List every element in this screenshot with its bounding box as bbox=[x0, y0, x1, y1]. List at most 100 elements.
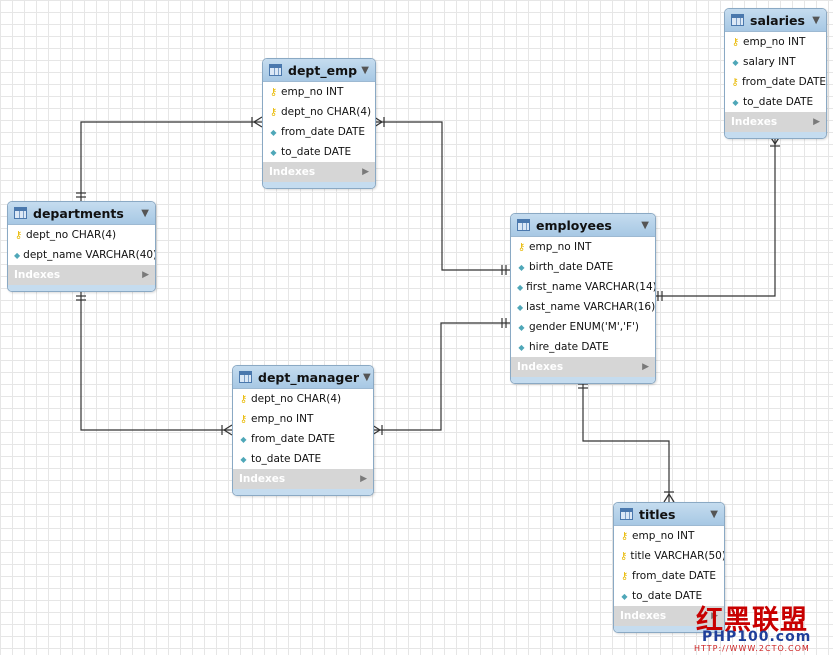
triangle-right-icon[interactable]: ▶ bbox=[360, 474, 367, 484]
column-row[interactable]: ◆ from_date DATE bbox=[263, 122, 375, 142]
column-row[interactable]: ⚷emp_no INT bbox=[511, 237, 655, 257]
watermark-logo: 红黑联盟 PHP100.com HTTP://WWW.2CTO.COM bbox=[690, 598, 833, 655]
table-footer bbox=[233, 489, 373, 495]
column-row[interactable]: ◆to_date DATE bbox=[725, 92, 826, 112]
column-row[interactable]: ⚷title VARCHAR(50) bbox=[614, 546, 724, 566]
table-icon bbox=[269, 64, 282, 76]
diamond-icon: ◆ bbox=[732, 97, 739, 107]
triangle-down-icon[interactable]: ▼ bbox=[641, 219, 649, 231]
table-icon bbox=[731, 14, 744, 26]
triangle-right-icon[interactable]: ▶ bbox=[711, 611, 718, 621]
column-row[interactable]: ⚷emp_no INT bbox=[233, 409, 373, 429]
indexes-label: Indexes bbox=[620, 610, 667, 622]
table-name: dept_manager bbox=[258, 369, 359, 385]
column-label: from_date DATE bbox=[281, 126, 366, 138]
many-cardinality-mark bbox=[253, 116, 263, 123]
table-employees[interactable]: employees▼⚷emp_no INT◆birth_date DATE◆fi… bbox=[510, 213, 656, 384]
table-dept-emp[interactable]: dept_emp▼⚷emp_no INT⚷dept_no CHAR(4)◆fro… bbox=[262, 58, 376, 189]
diamond-icon: ◆ bbox=[621, 591, 628, 601]
column-row[interactable]: ⚷emp_no INT bbox=[263, 82, 375, 102]
column-row[interactable]: ◆to_date DATE bbox=[233, 449, 373, 469]
diamond-icon: ◆ bbox=[518, 262, 525, 272]
table-header-dept-emp[interactable]: dept_emp▼ bbox=[263, 59, 375, 82]
indexes-bar[interactable]: Indexes▶ bbox=[8, 265, 155, 285]
column-row[interactable]: ◆from_date DATE bbox=[233, 429, 373, 449]
triangle-down-icon[interactable]: ▼ bbox=[812, 14, 820, 26]
table-name: titles bbox=[639, 506, 676, 522]
column-row[interactable]: ◆hire_date DATE bbox=[511, 337, 655, 357]
key-icon: ⚷ bbox=[731, 36, 740, 48]
diamond-icon: ◆ bbox=[518, 342, 525, 352]
key-icon: ⚷ bbox=[239, 413, 248, 425]
triangle-right-icon[interactable]: ▶ bbox=[642, 362, 649, 372]
key-icon: ⚷ bbox=[269, 86, 278, 98]
key-icon: ⚷ bbox=[269, 106, 278, 118]
indexes-bar[interactable]: Indexes▶ bbox=[511, 357, 655, 377]
relationship-line bbox=[654, 136, 776, 297]
column-label: gender ENUM('M','F') bbox=[529, 321, 639, 333]
diamond-icon: ◆ bbox=[270, 127, 277, 137]
column-row[interactable]: ⚷from_date DATE bbox=[725, 72, 826, 92]
diamond-icon: ◆ bbox=[517, 282, 524, 292]
table-header-employees[interactable]: employees▼ bbox=[511, 214, 655, 237]
indexes-bar[interactable]: Indexes ▶ bbox=[614, 606, 724, 626]
column-label: salary INT bbox=[743, 56, 796, 68]
column-row[interactable]: ⚷emp_no INT bbox=[614, 526, 724, 546]
table-icon bbox=[239, 371, 252, 383]
table-icon bbox=[620, 508, 633, 520]
table-footer bbox=[725, 132, 826, 138]
table-header-salaries[interactable]: salaries▼ bbox=[725, 9, 826, 32]
triangle-down-icon[interactable]: ▼ bbox=[362, 371, 371, 383]
table-footer bbox=[511, 377, 655, 383]
diamond-icon: ◆ bbox=[518, 322, 525, 332]
table-icon bbox=[517, 219, 530, 231]
table-header-titles[interactable]: titles ▼ bbox=[614, 503, 724, 526]
table-name: departments bbox=[33, 205, 124, 221]
key-icon: ⚷ bbox=[620, 570, 629, 582]
indexes-bar[interactable]: Indexes▶ bbox=[725, 112, 826, 132]
triangle-down-icon[interactable]: ▼ bbox=[710, 508, 718, 520]
indexes-bar[interactable]: Indexes ▶ bbox=[233, 469, 373, 489]
table-departments[interactable]: departments ▼ ⚷dept_no CHAR(4)◆dept_name V… bbox=[7, 201, 156, 292]
column-row[interactable]: ◆ salary INT bbox=[725, 52, 826, 72]
column-row[interactable]: ◆dept_name VARCHAR(40) bbox=[8, 245, 155, 265]
key-icon: ⚷ bbox=[620, 530, 629, 542]
column-label: to_date DATE bbox=[251, 453, 322, 465]
column-row[interactable]: ⚷from_date DATE bbox=[614, 566, 724, 586]
column-row[interactable]: ◆last_name VARCHAR(16) bbox=[511, 297, 655, 317]
table-dept-manager[interactable]: dept_manager▼⚷dept_no CHAR(4)⚷emp_no INT… bbox=[232, 365, 374, 496]
column-row[interactable]: ◆birth_date DATE bbox=[511, 257, 655, 277]
column-label: emp_no INT bbox=[281, 86, 344, 98]
table-salaries[interactable]: salaries▼⚷emp_no INT◆salary INT⚷from_dat… bbox=[724, 8, 827, 139]
column-label: last_name VARCHAR(16) bbox=[526, 301, 656, 313]
key-icon: ⚷ bbox=[731, 76, 739, 88]
column-label: title VARCHAR(50) bbox=[630, 550, 725, 562]
diamond-icon: ◆ bbox=[517, 302, 524, 312]
diamond-icon: ◆ bbox=[14, 250, 21, 260]
table-header-departments[interactable]: departments ▼ bbox=[8, 202, 155, 225]
triangle-down-icon[interactable]: ▼ bbox=[361, 64, 369, 76]
column-row[interactable]: ◆to_date DATE bbox=[614, 586, 724, 606]
column-label: emp_no INT bbox=[743, 36, 806, 48]
triangle-right-icon[interactable]: ▶ bbox=[813, 117, 820, 127]
column-row[interactable]: ⚷dept_no CHAR(4) bbox=[263, 102, 375, 122]
column-row[interactable]: ⚷emp_no INT bbox=[725, 32, 826, 52]
table-titles[interactable]: titles▼⚷emp_no INT⚷title VARCHAR(50)⚷fro… bbox=[613, 502, 725, 633]
triangle-right-icon[interactable]: ▶ bbox=[362, 167, 369, 177]
watermark-logo-text: 红黑联盟 bbox=[696, 605, 808, 636]
indexes-label: Indexes bbox=[239, 473, 286, 485]
column-row[interactable]: ◆to_date DATE bbox=[263, 142, 375, 162]
column-row[interactable]: ⚷dept_no CHAR(4) bbox=[8, 225, 155, 245]
indexes-label: Indexes bbox=[269, 166, 316, 178]
diamond-icon: ◆ bbox=[732, 57, 739, 67]
relationship-line bbox=[372, 322, 510, 431]
column-label: dept_no CHAR(4) bbox=[281, 106, 372, 118]
table-header-dept-manager[interactable]: dept_manager▼ bbox=[233, 366, 373, 389]
column-row[interactable]: ⚷dept_no CHAR(4) bbox=[233, 389, 373, 409]
triangle-right-icon[interactable]: ▶ bbox=[142, 270, 149, 280]
column-label: from_date DATE bbox=[741, 76, 826, 88]
triangle-down-icon[interactable]: ▼ bbox=[141, 207, 149, 219]
column-row[interactable]: ◆first_name VARCHAR(14) bbox=[511, 277, 655, 297]
indexes-bar[interactable]: Indexes ▶ bbox=[263, 162, 375, 182]
column-row[interactable]: ◆ gender ENUM('M','F') bbox=[511, 317, 655, 337]
